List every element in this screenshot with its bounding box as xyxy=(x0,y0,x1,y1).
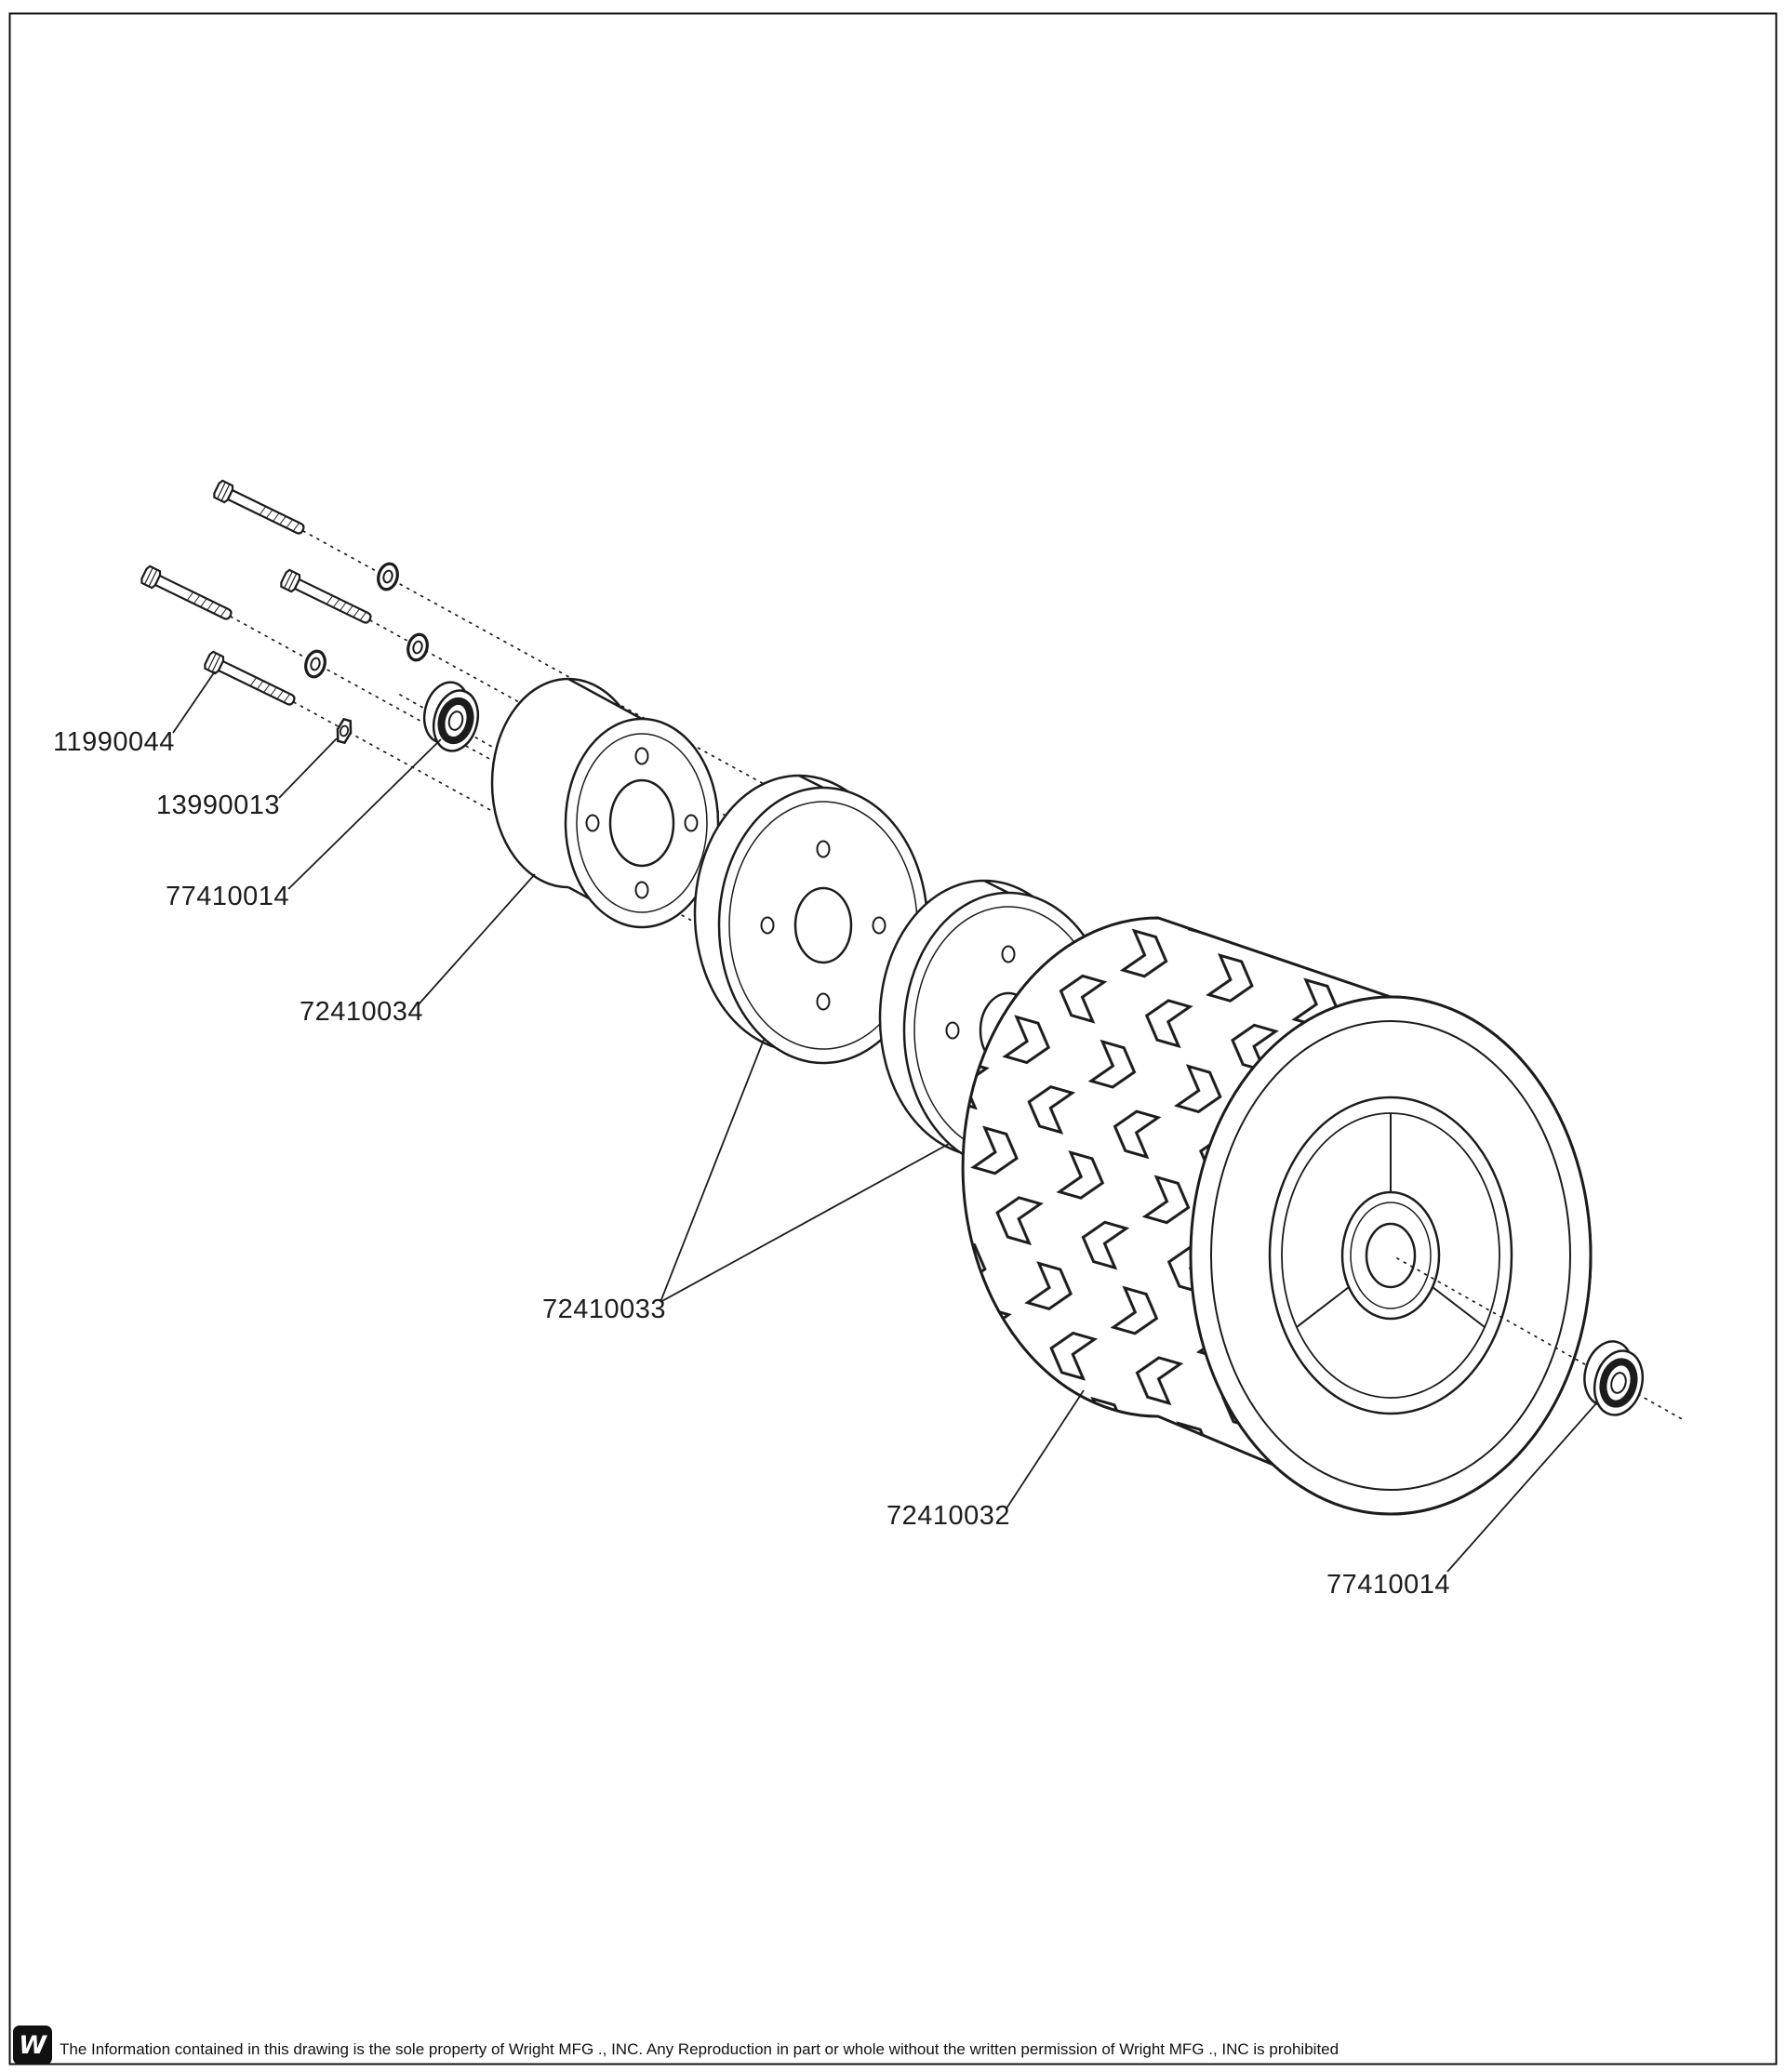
footer-disclaimer: The Information contained in this drawin… xyxy=(60,2040,1340,2058)
footer: W The Information contained in this draw… xyxy=(13,2026,1339,2065)
part-label-hub: 72410034 xyxy=(300,997,424,1027)
nut-drawing xyxy=(336,717,353,745)
part-label-tire: 72410032 xyxy=(886,1501,1011,1531)
page-border xyxy=(8,12,1778,2065)
part-label-spacer-discs: 72410033 xyxy=(542,1295,667,1324)
part-label-bearing-right: 77410014 xyxy=(1326,1570,1451,1600)
hub-drawing xyxy=(490,677,720,929)
bearing-right-drawing xyxy=(1583,1340,1645,1416)
tire-drawing xyxy=(961,916,1593,1516)
wright-mfg-logo: W xyxy=(13,2026,52,2065)
bolt-drawings xyxy=(139,478,376,711)
part-label-bearing-left: 77410014 xyxy=(166,882,290,911)
part-label-nut: 13990013 xyxy=(156,790,281,820)
bearing-left-drawing xyxy=(422,681,480,752)
axis-dotted-line-right xyxy=(1396,1257,1685,1421)
part-label-bolt: 11990044 xyxy=(53,727,175,757)
leader-lines xyxy=(172,671,1598,1573)
